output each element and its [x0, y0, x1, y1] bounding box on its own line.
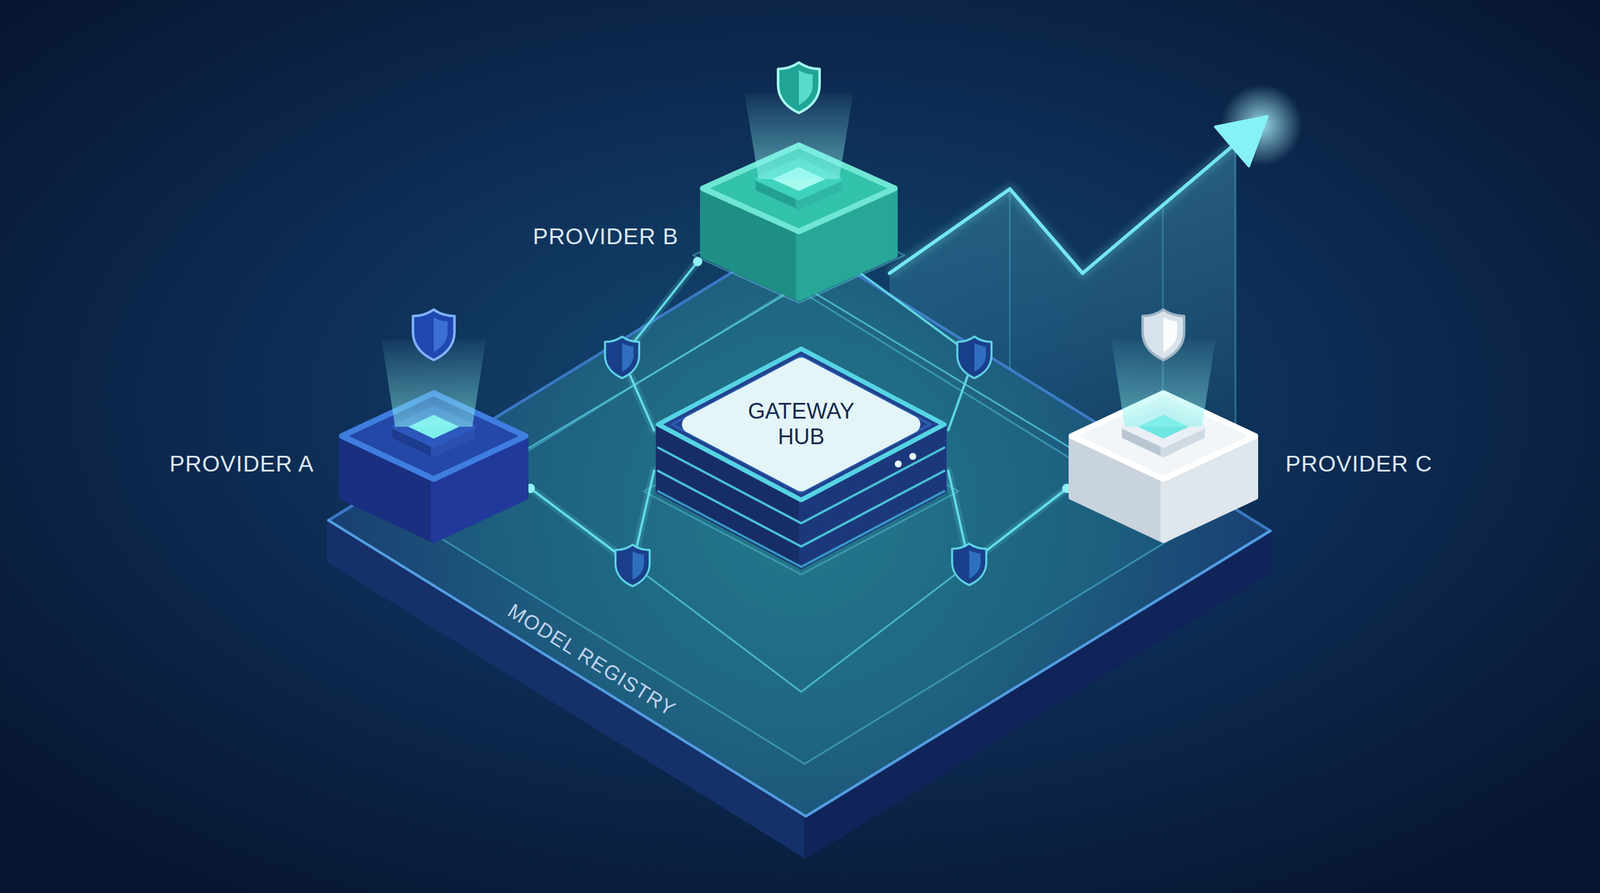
status-light [909, 452, 917, 460]
provider-box: PROVIDER A [337, 293, 531, 544]
provider-box: PROVIDER C [1066, 293, 1260, 544]
status-light [894, 460, 902, 468]
shield-highlight [632, 551, 645, 580]
chart-gridline [1009, 188, 1012, 370]
box-top-face [658, 348, 945, 500]
chart-line-glow [889, 146, 1232, 274]
platform-inset [413, 287, 1186, 764]
shield-highlight [969, 550, 981, 579]
provider-box-shape [1066, 293, 1260, 544]
provider-label: PROVIDER C [1285, 450, 1433, 478]
gateway-box: GATEWAY HUB [654, 343, 949, 567]
shield-body [777, 62, 820, 114]
shield-highlight [798, 70, 813, 106]
shield-highlight [1163, 317, 1178, 353]
shield-highlight [974, 343, 987, 372]
shield-icon [777, 62, 820, 114]
provider-box-shape [337, 293, 531, 544]
provider-label: PROVIDER A [169, 450, 314, 478]
shield-highlight [433, 317, 448, 353]
hub-top-rim [672, 356, 931, 493]
hub-base-line [658, 491, 945, 567]
hub-panel [690, 366, 912, 483]
shield-highlight [622, 343, 634, 372]
shield-icon [412, 309, 455, 361]
provider-box: PROVIDER B [697, 52, 902, 303]
text-holder: GATEWAY HUB [733, 398, 869, 450]
connector-dot [693, 256, 703, 267]
provider-label: PROVIDER B [532, 223, 679, 251]
gateway-box-shape [654, 343, 949, 567]
text-holder: PROVIDER A [169, 450, 314, 478]
shield-icon [1142, 309, 1184, 361]
chart-line [889, 146, 1232, 274]
provider-box-shape [697, 52, 902, 303]
gateway-label: GATEWAY HUB [733, 398, 869, 450]
chart-arrowhead [1215, 116, 1268, 167]
text-holder: PROVIDER B [532, 223, 679, 251]
shield-body [1142, 309, 1184, 361]
platform-band: MODEL REGISTRYPROVIDER BPROVIDER AGATEWA… [328, 234, 1271, 857]
platform-top [328, 234, 1271, 817]
shield-body [412, 309, 455, 361]
circuit-ring [500, 284, 1099, 692]
text-holder: PROVIDER C [1285, 450, 1433, 478]
